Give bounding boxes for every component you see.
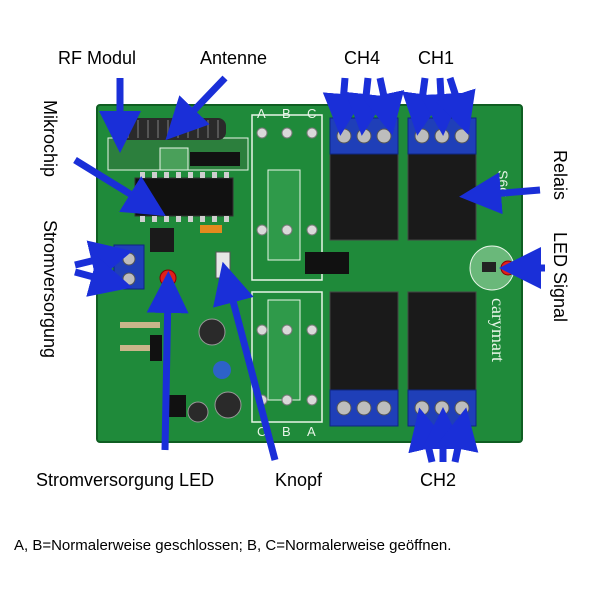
label-knopf: Knopf bbox=[275, 470, 323, 490]
bottom-letter-b: B bbox=[282, 424, 291, 439]
bottom-letter-c: C bbox=[257, 424, 266, 439]
regulator-chip bbox=[150, 228, 174, 252]
transistor bbox=[168, 395, 186, 417]
arrow-ch4-b bbox=[345, 77, 388, 136]
capacitor-2 bbox=[214, 391, 242, 419]
label-rf-modul: RF Modul bbox=[58, 48, 137, 68]
label-stromversorgung-led: Stromversorgung LED bbox=[36, 470, 215, 490]
rf-small-pcb bbox=[159, 147, 189, 171]
relay-ch4 bbox=[329, 151, 399, 241]
silk-mid-strip bbox=[267, 169, 301, 261]
top-letter-a: A bbox=[257, 106, 266, 121]
arrow-knopf bbox=[213, 261, 279, 461]
arrow-ch2-c bbox=[437, 407, 479, 463]
microchip-pins bbox=[140, 172, 229, 222]
label-antenne: Antenne bbox=[200, 48, 268, 68]
resistor-1 bbox=[120, 322, 160, 328]
button bbox=[215, 251, 231, 279]
label-ch1: CH1 bbox=[418, 48, 455, 68]
top-letter-b: B bbox=[282, 106, 291, 121]
label-mikrochip: Mikrochip bbox=[40, 100, 60, 178]
arrow-ch4-c bbox=[363, 77, 405, 136]
board-brand: carymart bbox=[488, 298, 508, 362]
relay-ch1 bbox=[407, 151, 477, 241]
antenna-coil bbox=[118, 118, 226, 140]
arrow-ch1-b bbox=[419, 77, 462, 136]
orange-capacitor bbox=[200, 225, 222, 233]
relay-ch2 bbox=[407, 291, 477, 393]
arrow-ch1-a bbox=[402, 77, 444, 136]
arrow-ch4-a bbox=[322, 77, 365, 136]
blue-capacitor bbox=[213, 361, 231, 379]
arrow-power-led bbox=[146, 271, 189, 451]
arrow-antenne bbox=[165, 75, 228, 141]
arrow-strom-2 bbox=[74, 256, 133, 297]
top-pads bbox=[256, 127, 318, 406]
microchip bbox=[134, 177, 234, 217]
signal-led bbox=[500, 260, 516, 276]
signal-led-base bbox=[482, 262, 496, 272]
header-pins bbox=[150, 335, 162, 361]
silk-bottom-block bbox=[251, 291, 323, 423]
power-led bbox=[159, 269, 177, 287]
silk-mid-strip-2 bbox=[267, 299, 301, 401]
pointer-arrows bbox=[73, 75, 545, 463]
capacitor-1 bbox=[198, 318, 226, 346]
arrow-relais bbox=[459, 172, 541, 215]
resistor-2 bbox=[120, 345, 160, 351]
label-led-signal: LED Signal bbox=[550, 232, 570, 323]
relay-ch3 bbox=[329, 291, 399, 393]
arrow-mikrochip bbox=[73, 157, 166, 217]
label-ch4: CH4 bbox=[344, 48, 381, 68]
silk-top-block bbox=[251, 114, 323, 281]
label-relais: Relais bbox=[550, 150, 570, 201]
label-ch2: CH2 bbox=[420, 470, 457, 490]
capacitor-3 bbox=[187, 401, 209, 423]
label-stromversorgung: Stromversorgung bbox=[40, 220, 60, 359]
arrow-ch1-c bbox=[435, 76, 476, 135]
caption: A, B=Normalerweise geschlossen; B, C=Nor… bbox=[14, 537, 452, 554]
rf-header bbox=[190, 152, 240, 166]
bottom-letter-a: A bbox=[307, 424, 316, 439]
top-letter-c: C bbox=[307, 106, 316, 121]
small-chip bbox=[305, 252, 349, 274]
